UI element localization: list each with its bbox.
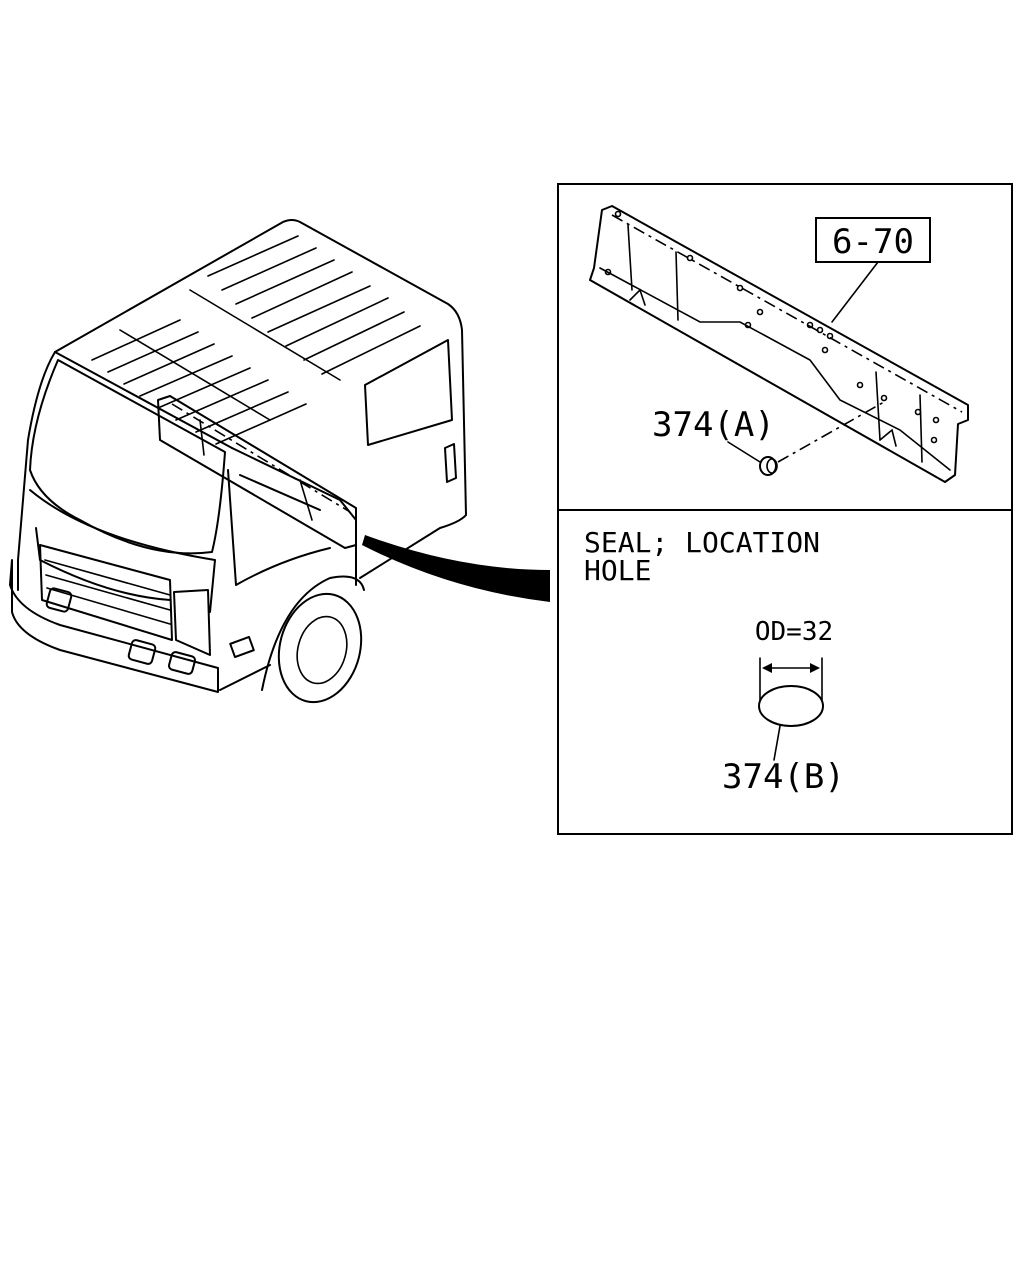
roof-ribs [91, 235, 421, 445]
detail-pointer [362, 535, 550, 602]
note-line-2: HOLE [584, 554, 651, 587]
seal-b-disc [758, 685, 824, 727]
callout-box [815, 217, 931, 263]
part-b-leader [773, 725, 781, 761]
crossmember-part-illustration [589, 205, 969, 483]
part-a-leader [727, 441, 761, 463]
callout-ref: 6-70 [832, 222, 914, 262]
truck-cab-illustration [9, 219, 550, 704]
callout-leader [831, 261, 879, 323]
part-a-label: 374(A) [652, 405, 775, 445]
frame-holes [604, 210, 940, 444]
grille [39, 544, 173, 641]
detail-box: 6-70 374(A) SEAL; LOCATION HOLE OD=32 37… [557, 183, 1013, 835]
part-b-label: 374(B) [722, 757, 845, 797]
install-centerline [777, 401, 885, 463]
seal-a-plug [759, 456, 778, 476]
cab-crossmember [157, 395, 357, 549]
note-line-1: SEAL; LOCATION [584, 526, 820, 559]
dimension-arrow [759, 657, 823, 701]
dimension-label: OD=32 [755, 617, 833, 647]
